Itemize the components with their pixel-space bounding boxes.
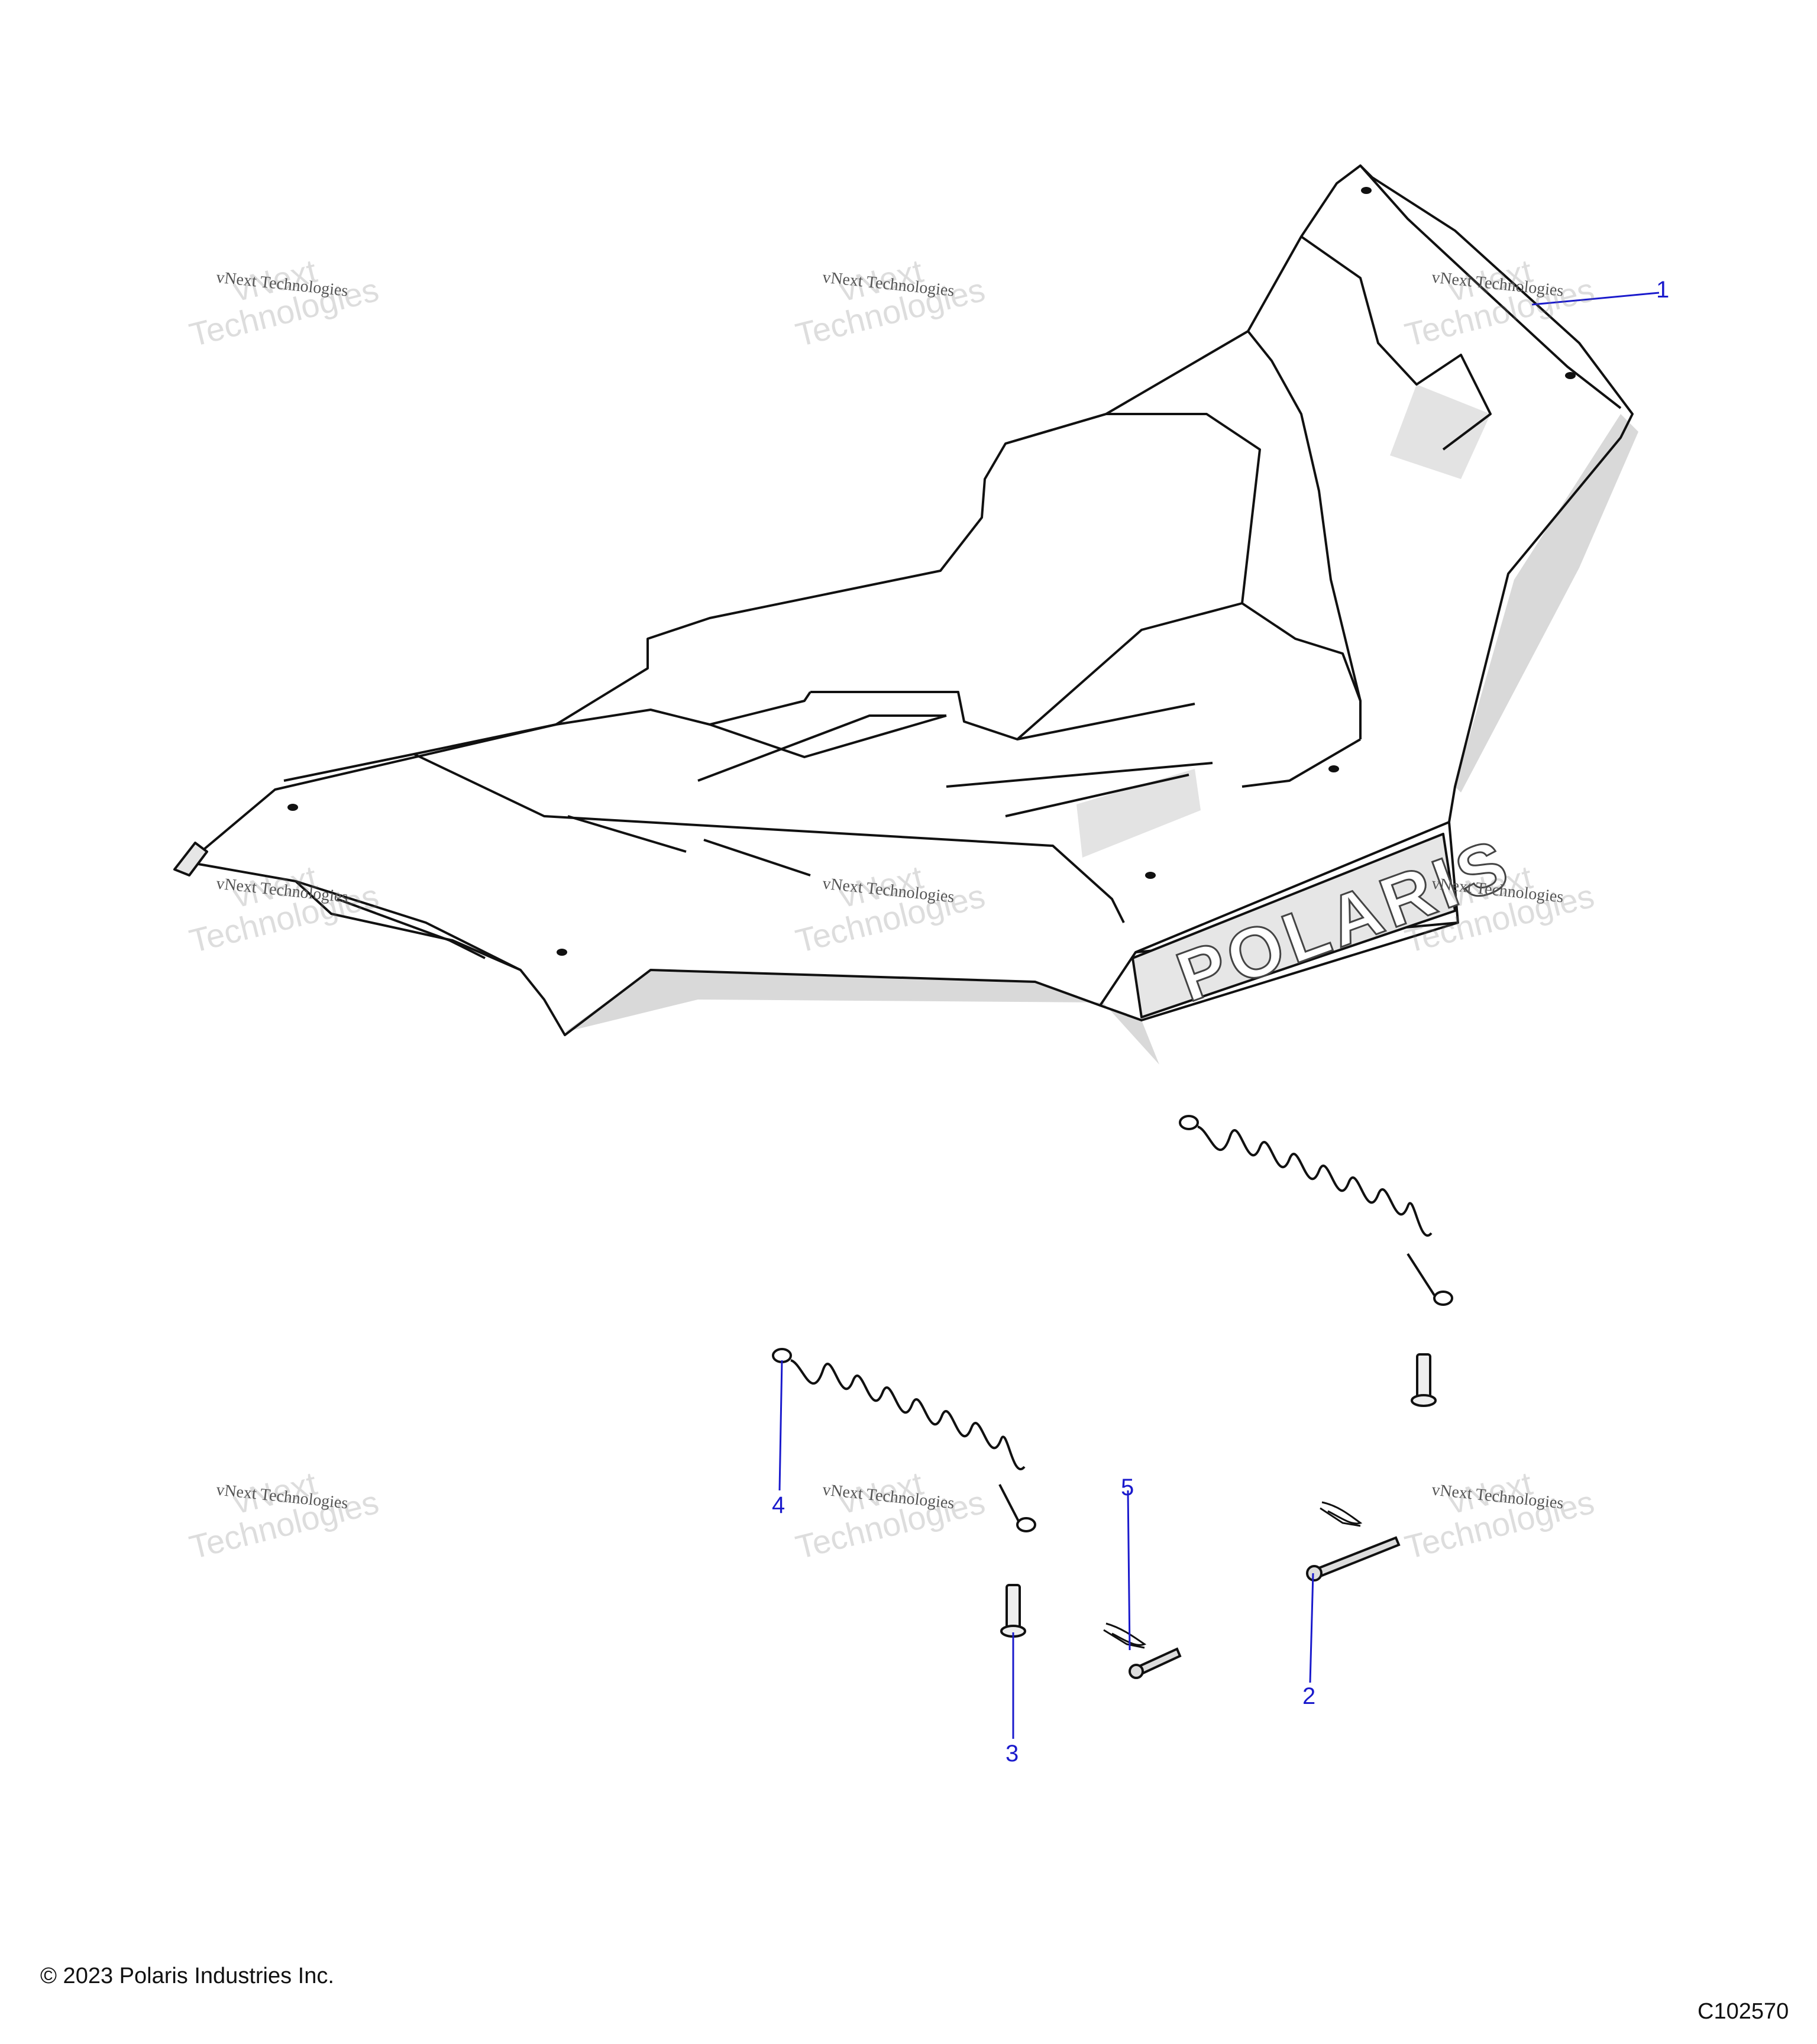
bolt-upper <box>1411 1353 1437 1407</box>
hairpin-clip-right <box>1320 1501 1363 1527</box>
leader-lines <box>778 292 1660 1739</box>
callout-3[interactable]: 3 <box>1006 1741 1019 1767</box>
callout-5[interactable]: 5 <box>1121 1474 1134 1500</box>
front-body-panel <box>173 164 1638 1065</box>
callout-2[interactable]: 2 <box>1302 1683 1316 1709</box>
pin-right <box>1306 1536 1401 1581</box>
copyright-text: © 2023 Polaris Industries Inc. <box>40 1964 334 1988</box>
callout-4[interactable]: 4 <box>772 1492 785 1518</box>
hairpin-clip-left <box>1103 1622 1147 1649</box>
figure-id: C102570 <box>1698 1999 1789 2024</box>
spring-lower <box>772 1348 1036 1532</box>
callout-1[interactable]: 1 <box>1656 277 1670 303</box>
pin-left <box>1129 1647 1182 1679</box>
spring-upper <box>1179 1115 1453 1306</box>
bolt-lower <box>1000 1584 1026 1638</box>
